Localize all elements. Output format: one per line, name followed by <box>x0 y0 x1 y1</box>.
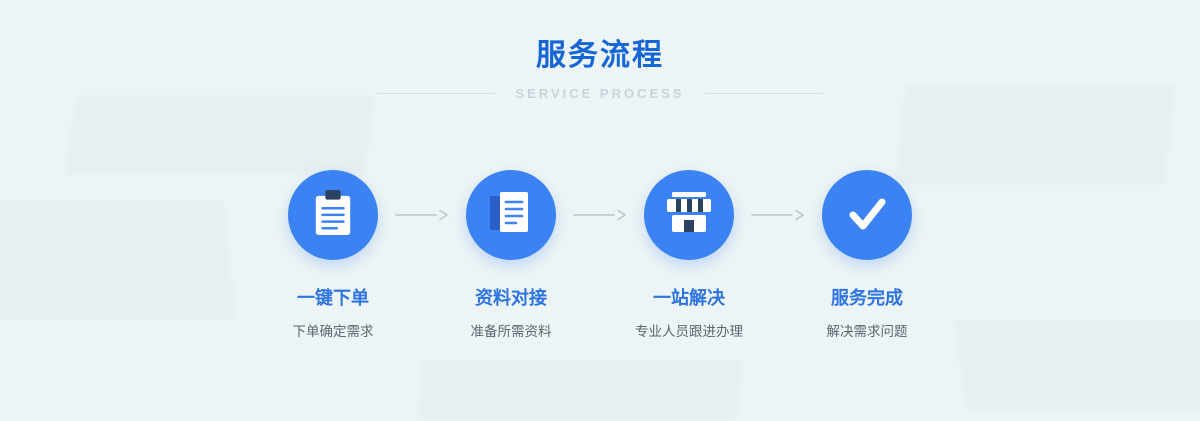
checkmark-icon <box>842 188 892 243</box>
step-one-click-order: 一键下单 下单确定需求 <box>272 170 394 340</box>
step-circle <box>288 170 378 260</box>
step-circle <box>644 170 734 260</box>
step-circle <box>466 170 556 260</box>
flow-arrow-icon <box>394 209 450 221</box>
section-subtitle-row: SERVICE PROCESS <box>0 86 1200 101</box>
process-steps-row: 一键下单 下单确定需求 <box>272 170 928 340</box>
background-watermark-shape <box>953 320 1200 410</box>
clipboard-icon <box>312 189 354 242</box>
section-subtitle: SERVICE PROCESS <box>515 86 685 101</box>
step-description: 准备所需资料 <box>470 324 552 339</box>
step-title: 服务完成 <box>831 288 903 308</box>
subtitle-divider-left <box>377 93 496 94</box>
background-watermark-shape <box>0 200 237 320</box>
step-service-complete: 服务完成 解决需求问题 <box>806 170 928 340</box>
section-header: 服务流程 SERVICE PROCESS <box>0 30 1200 101</box>
step-title: 一站解决 <box>653 288 725 308</box>
background-watermark-shape <box>64 95 376 175</box>
step-description: 下单确定需求 <box>292 324 374 339</box>
flow-arrow-icon <box>572 209 628 221</box>
storefront-icon <box>665 191 713 239</box>
section-title: 服务流程 <box>536 39 664 72</box>
flow-arrow-icon <box>750 209 806 221</box>
subtitle-divider-right <box>704 93 823 94</box>
step-title: 一键下单 <box>297 288 369 308</box>
documents-icon <box>488 190 534 241</box>
step-material-docking: 资料对接 准备所需资料 <box>450 170 572 340</box>
step-description: 专业人员跟进办理 <box>635 324 743 339</box>
background-watermark-shape <box>417 360 743 420</box>
step-circle <box>822 170 912 260</box>
step-one-stop-solution: 一站解决 专业人员跟进办理 <box>628 170 750 340</box>
step-description: 解决需求问题 <box>826 324 908 339</box>
step-title: 资料对接 <box>475 288 547 308</box>
